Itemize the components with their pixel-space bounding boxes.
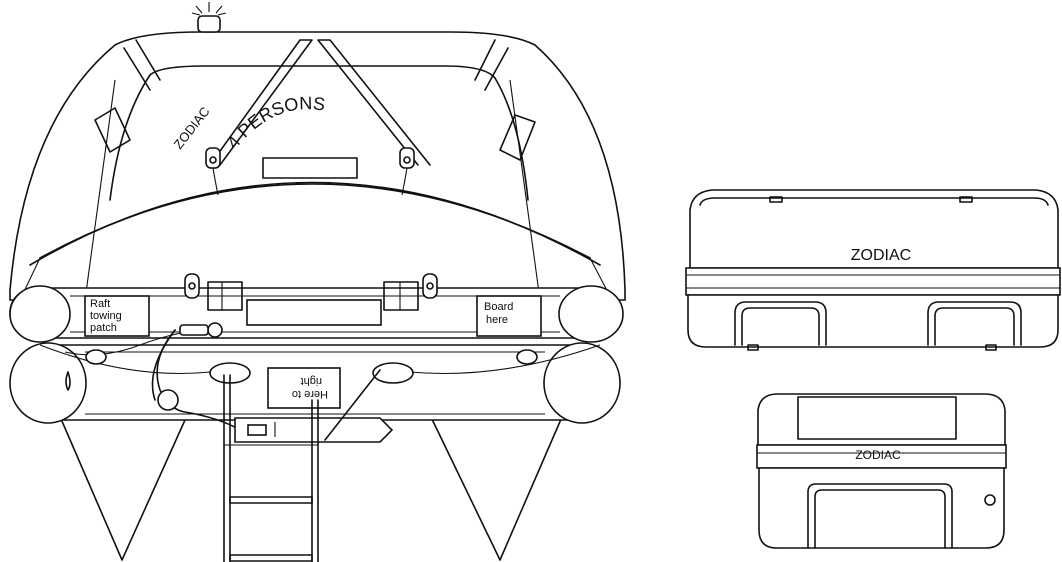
right-door-panel bbox=[383, 281, 419, 311]
canopy: ZODIAC 4 PERSONS bbox=[9, 2, 626, 301]
board-here-line-1: Board bbox=[484, 301, 513, 313]
righting-label-box bbox=[267, 367, 341, 409]
left-arch-tube bbox=[209, 39, 313, 166]
towing-line bbox=[151, 322, 241, 431]
board-here-line-2: here bbox=[486, 314, 508, 326]
centre-panel bbox=[246, 299, 382, 326]
towing-patch-line-3: patch bbox=[90, 322, 117, 334]
righting-strap-band bbox=[234, 417, 394, 443]
right-stabilizer-pocket bbox=[429, 409, 566, 561]
large-container: ZODIAC bbox=[685, 189, 1061, 351]
large-container-right-foot bbox=[927, 301, 1022, 346]
water-drop-icon bbox=[65, 371, 71, 391]
lower-tube-left-end bbox=[9, 342, 87, 424]
boarding-ladder bbox=[223, 374, 319, 562]
left-canopy-toggle bbox=[205, 147, 221, 196]
canopy-window bbox=[262, 157, 358, 179]
small-container-lid bbox=[757, 393, 1006, 446]
left-tube-toggle bbox=[184, 273, 200, 299]
large-container-left-foot bbox=[734, 301, 827, 346]
large-container-label: ZODIAC bbox=[851, 247, 911, 264]
upper-tube-left-end bbox=[9, 285, 71, 343]
small-container: ZODIAC bbox=[756, 393, 1007, 549]
canopy-light-icon bbox=[191, 2, 227, 33]
upper-tube-right-end bbox=[558, 285, 624, 343]
right-reflective-patch bbox=[499, 114, 536, 161]
small-container-handle bbox=[807, 483, 953, 549]
ladder-rung-2 bbox=[229, 554, 313, 562]
right-tube-toggle bbox=[422, 273, 438, 299]
righting-label-line-2: right bbox=[301, 375, 322, 387]
towing-shackle bbox=[207, 322, 223, 338]
righting-label-text: Here to right bbox=[292, 375, 328, 400]
canopy-outline bbox=[9, 31, 626, 301]
left-reflective-patch bbox=[94, 107, 131, 153]
large-container-lid bbox=[689, 189, 1059, 269]
board-here-box bbox=[476, 295, 542, 337]
righting-strap: Here to right bbox=[234, 367, 394, 443]
right-ladder-grip bbox=[372, 362, 414, 384]
upper-buoyancy-tube: Raft towing patch Board here bbox=[9, 273, 624, 343]
small-container-label: ZODIAC bbox=[855, 448, 901, 462]
ladder-rung-1 bbox=[229, 496, 313, 504]
towing-patch-line-2: towing bbox=[90, 310, 122, 322]
lifelines bbox=[39, 329, 601, 384]
small-container-port-icon bbox=[984, 494, 996, 506]
liferaft-drawing: ZODIAC 4 PERSONS bbox=[9, 2, 626, 562]
canopy-entrance-arch-inner bbox=[39, 183, 591, 259]
towing-ring bbox=[157, 389, 179, 411]
right-arch-tube bbox=[317, 39, 431, 166]
right-lifeline-clip bbox=[516, 349, 538, 365]
small-container-base bbox=[758, 467, 1005, 549]
large-container-band bbox=[685, 267, 1061, 296]
left-stabilizer-pocket bbox=[54, 404, 186, 561]
towing-patch-box bbox=[84, 295, 150, 337]
small-container-lid-panel bbox=[797, 396, 957, 440]
left-door-panel bbox=[207, 281, 243, 311]
righting-label-line-1: Here to bbox=[292, 388, 328, 400]
right-canopy-toggle bbox=[399, 147, 415, 196]
small-container-band bbox=[756, 444, 1007, 469]
left-lifeline-clip bbox=[85, 349, 107, 365]
towing-patch-line-1: Raft bbox=[90, 298, 110, 310]
stabilizer-pockets bbox=[54, 404, 566, 561]
lower-tube-right-end bbox=[543, 342, 621, 424]
